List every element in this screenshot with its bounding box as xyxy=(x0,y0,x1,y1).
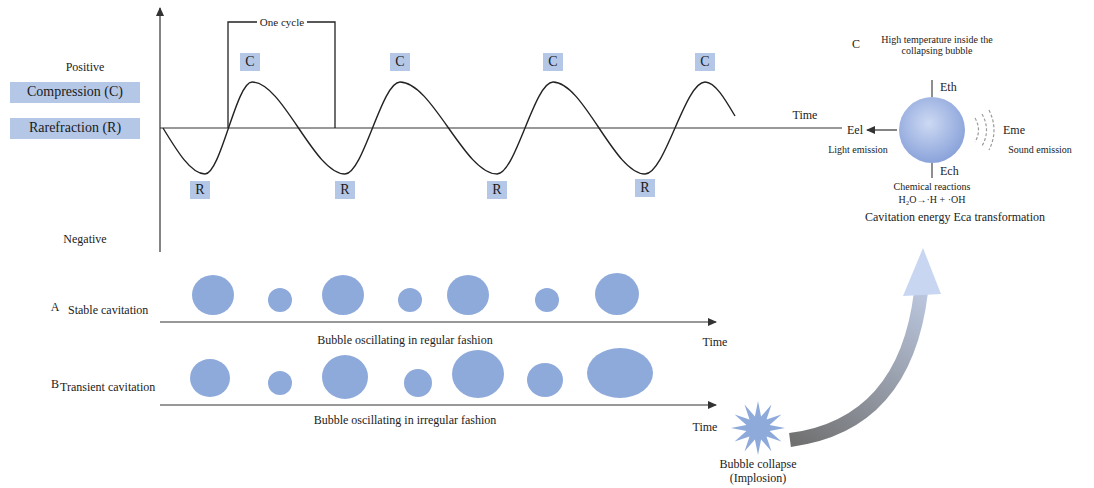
chemical-equation: H₂O→·H + ·OH xyxy=(899,194,966,206)
node-text: R xyxy=(492,182,502,199)
bubble xyxy=(190,359,230,397)
row-caption: Bubble oscillating in irregular fashion xyxy=(314,414,497,428)
rarefaction-marker: R xyxy=(335,181,355,200)
collapse-label: Bubble collapse (Implosion) xyxy=(708,458,808,486)
bubble xyxy=(587,348,653,398)
node-text: C xyxy=(245,54,255,71)
light-arrow xyxy=(867,129,897,130)
sound-arc xyxy=(982,114,987,146)
transformation-arrow xyxy=(790,292,921,440)
sound-arc xyxy=(975,118,979,142)
legend-box: Compression (C) xyxy=(10,82,140,103)
bubble xyxy=(268,288,292,312)
sound-arc xyxy=(989,110,994,150)
row-caption: Bubble oscillating in regular fashion xyxy=(317,334,492,348)
bubble xyxy=(322,355,368,399)
bubble xyxy=(527,363,563,397)
energy-symbol: Eme xyxy=(1003,124,1025,138)
bubble xyxy=(192,275,234,315)
energy-line xyxy=(931,163,932,178)
cycle-bracket xyxy=(228,22,335,128)
bracket-label: One cycle xyxy=(257,16,307,29)
energy-label: Light emission xyxy=(828,144,888,156)
panel-letter: A xyxy=(51,301,60,315)
bubble xyxy=(535,288,559,312)
energy-label: Chemical reactions xyxy=(894,181,971,193)
axis-label: Time xyxy=(693,421,718,435)
sound-waves xyxy=(975,110,994,150)
stable-bubbles xyxy=(192,273,639,315)
rarefaction-marker: R xyxy=(635,179,655,198)
axis-label: Time xyxy=(793,109,818,123)
panel-letter: B xyxy=(51,378,59,392)
compression-marker: C xyxy=(240,53,260,72)
compression-marker: C xyxy=(543,53,563,72)
transformation-arrowhead xyxy=(903,248,941,296)
energy-label: Sound emission xyxy=(1008,144,1072,156)
axis-label: Negative xyxy=(63,233,106,247)
bubble xyxy=(398,288,422,312)
node-text: R xyxy=(195,182,205,199)
panel-letter: C xyxy=(852,38,860,52)
energy-symbol: Ech xyxy=(940,165,959,179)
implosion-star xyxy=(731,401,785,455)
node-text: C xyxy=(700,54,710,71)
node-text: C xyxy=(548,54,558,71)
transient-bubbles xyxy=(190,348,653,399)
pressure-wave xyxy=(163,82,735,174)
bubble-caption: Cavitation energy Eca transformation xyxy=(865,211,1045,225)
row-title: Transient cavitation xyxy=(60,381,155,395)
compression-marker: C xyxy=(695,53,715,72)
node-text: Compression (C) xyxy=(18,84,132,101)
energy-symbol: Eth xyxy=(940,81,957,95)
energy-line xyxy=(931,80,932,97)
legend-box: Rarefraction (R) xyxy=(10,118,140,139)
time-axis xyxy=(160,127,842,128)
axis-label: Time xyxy=(703,336,728,350)
axis-label: Positive xyxy=(66,61,105,75)
compression-marker: C xyxy=(390,53,410,72)
bubble xyxy=(447,275,489,315)
bubble-note: High temperature inside the collapsing b… xyxy=(872,34,1002,57)
row-title: Stable cavitation xyxy=(68,304,148,318)
node-text: R xyxy=(640,180,650,197)
energy-symbol: Eel xyxy=(847,124,863,138)
collapsing-bubble xyxy=(899,97,965,163)
bubble xyxy=(452,350,504,398)
bubble xyxy=(595,273,639,315)
node-text: C xyxy=(395,54,405,71)
bubble xyxy=(322,275,364,315)
bubble xyxy=(404,369,432,397)
rarefaction-marker: R xyxy=(487,181,507,200)
time-arrow xyxy=(160,321,716,322)
bubble xyxy=(268,371,292,395)
rarefaction-marker: R xyxy=(190,181,210,200)
y-axis xyxy=(159,8,160,252)
node-text: R xyxy=(340,182,350,199)
time-arrow xyxy=(160,404,716,405)
node-text: Rarefraction (R) xyxy=(18,120,132,137)
